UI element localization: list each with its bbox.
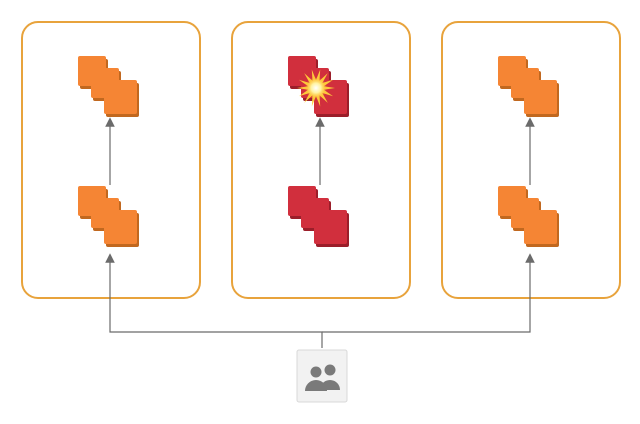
- instance-stacks: [78, 56, 559, 247]
- instance-box: [524, 80, 557, 114]
- zone-2-tier-1-instance-stack: [288, 56, 349, 117]
- users-to-zone-3-connector: [322, 253, 535, 333]
- instance-box: [104, 210, 137, 244]
- users-icon: [305, 364, 340, 391]
- zone-2: [231, 21, 411, 299]
- failure-burst-icon: [297, 69, 335, 107]
- users-tile-background: [296, 349, 348, 403]
- users-tile: [296, 349, 348, 403]
- users-to-zone-connector: [105, 253, 323, 348]
- zone-3-tier-1-instance-stack: [498, 56, 559, 117]
- zone-3-tier-2-instance-stack: [498, 186, 559, 247]
- zone-1: [21, 21, 201, 299]
- zone-1-tier-2-instance-stack: [78, 186, 139, 247]
- zone-2-tier-2-instance-stack: [288, 186, 349, 247]
- instance-box: [314, 210, 347, 244]
- zone-3: [441, 21, 621, 299]
- instance-box: [524, 210, 557, 244]
- instance-box: [104, 80, 137, 114]
- zone-1-tier-1-instance-stack: [78, 56, 139, 117]
